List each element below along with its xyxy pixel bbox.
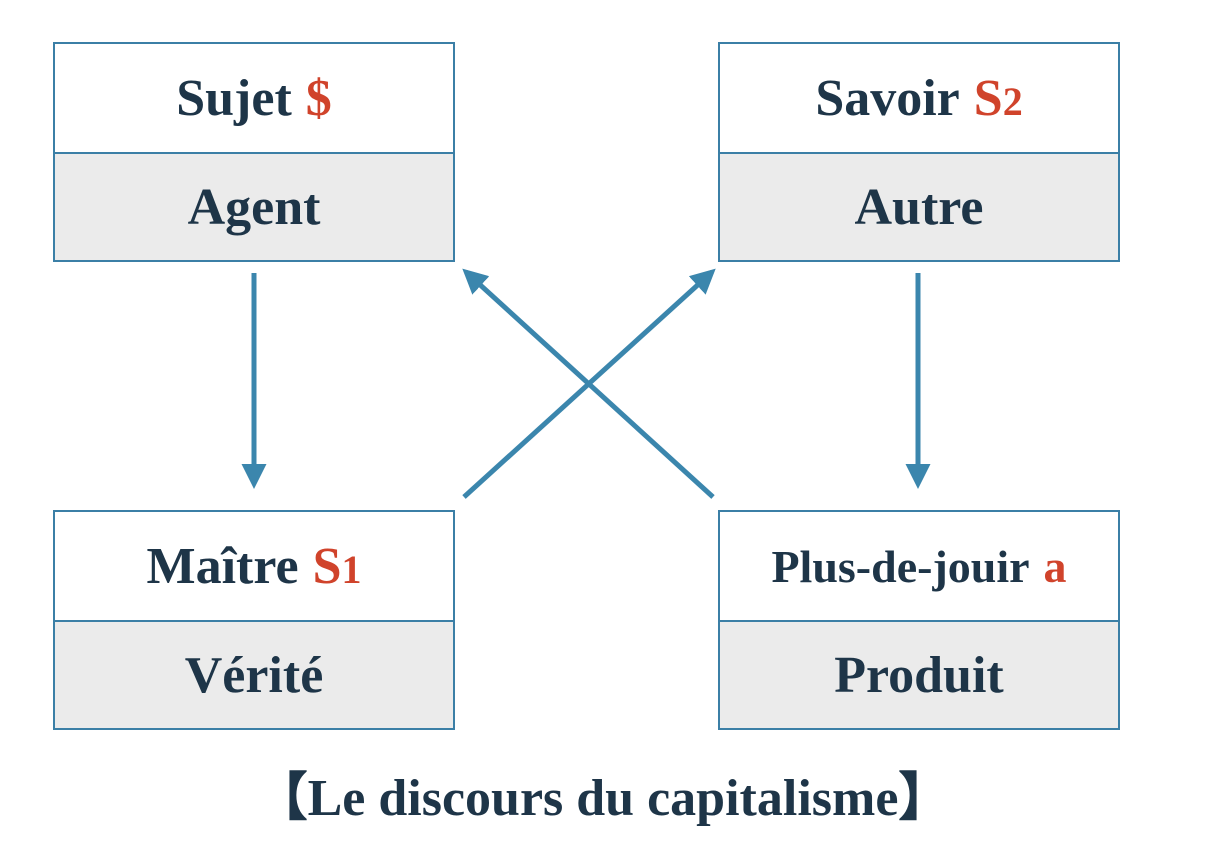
box-sujet-symbol-text: $ [305, 69, 332, 127]
box-maitre-title-text: Maître [146, 537, 299, 595]
box-plus-de-jouir-title-text: Plus-de-jouir [771, 540, 1030, 592]
box-plus-de-jouir: Plus-de-jouir a Produit [718, 510, 1120, 730]
box-savoir-symbol-sub: 2 [1002, 78, 1023, 124]
box-maitre-symbol-text: S [312, 537, 342, 595]
box-sujet: Sujet$ Agent [53, 42, 455, 262]
box-maitre-role: Vérité [55, 622, 453, 728]
diagram-caption: 【Le discours du capitalisme】 [255, 770, 951, 827]
box-maitre-symbol: S1 [313, 537, 362, 596]
box-savoir-symbol: S2 [974, 69, 1023, 128]
box-savoir-symbol-text: S [973, 69, 1003, 127]
box-savoir-role: Autre [720, 154, 1118, 260]
box-sujet-title-text: Sujet [176, 69, 292, 127]
box-savoir-title-text: Savoir [815, 69, 960, 127]
box-sujet-symbol: $ [306, 69, 332, 128]
box-maitre-symbol-sub: 1 [341, 546, 362, 592]
box-plus-de-jouir-title: Plus-de-jouir a [720, 512, 1118, 622]
box-plus-de-jouir-symbol: a [1044, 540, 1067, 593]
box-plus-de-jouir-role: Produit [720, 622, 1118, 728]
arrow-plus-de-jouir-to-sujet [462, 268, 715, 499]
box-sujet-title: Sujet$ [55, 44, 453, 154]
box-plus-de-jouir-symbol-text: a [1043, 540, 1067, 592]
box-sujet-role: Agent [55, 154, 453, 260]
